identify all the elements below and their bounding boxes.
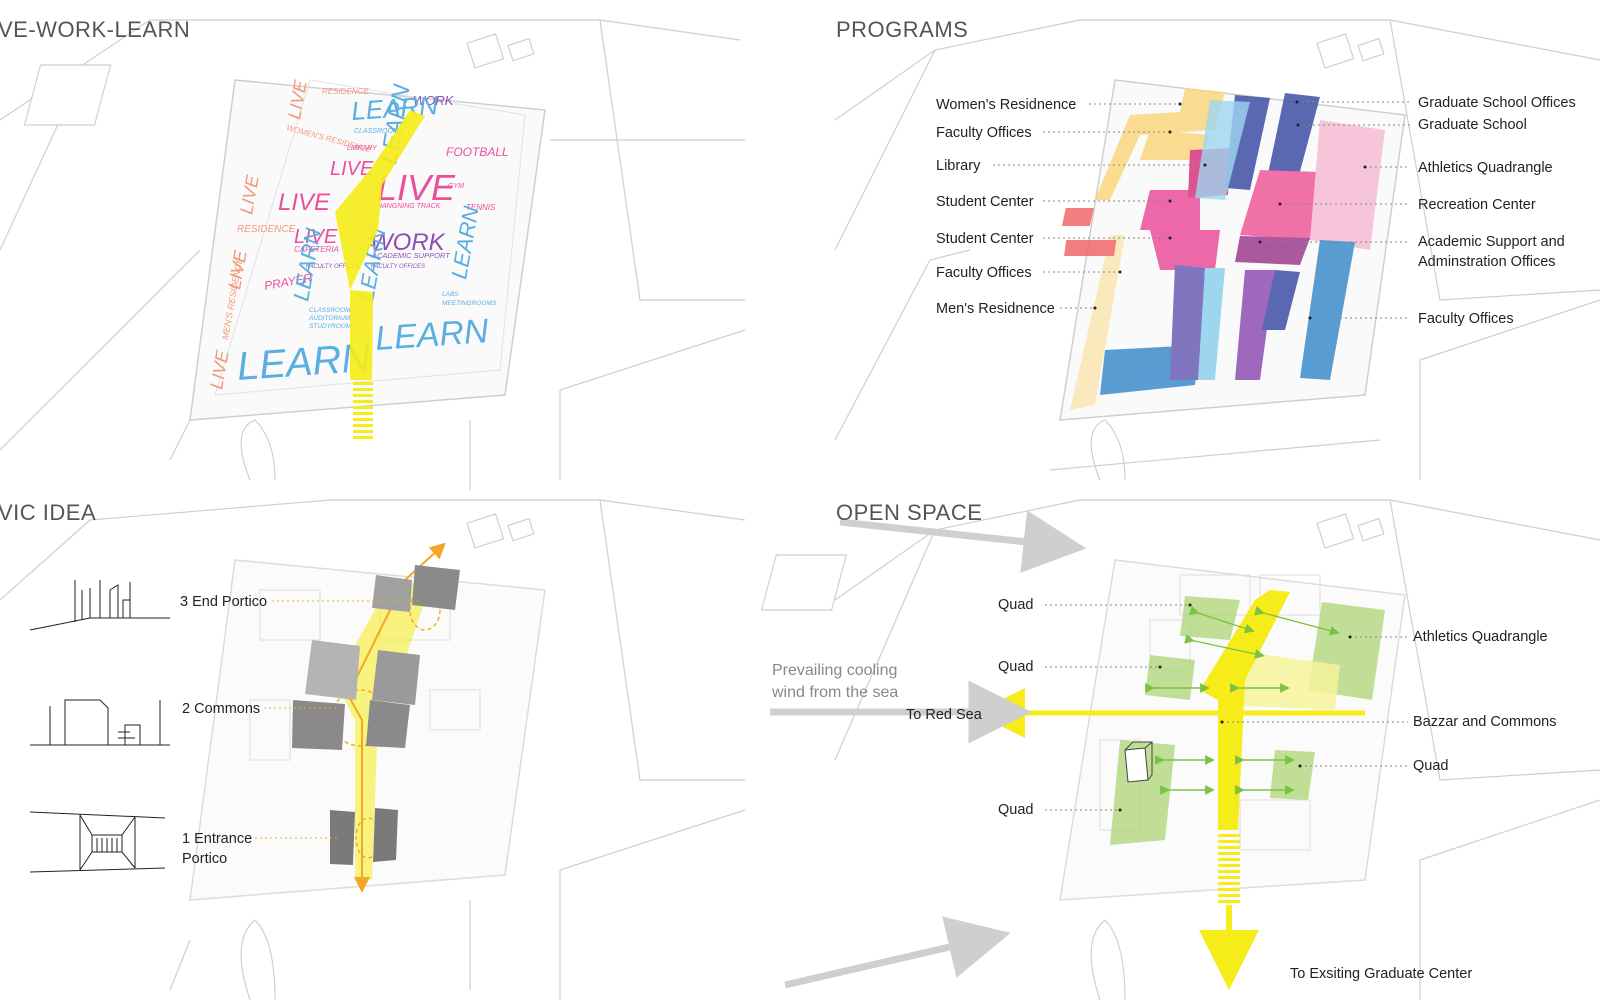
word-learn-big-1: LEARN (236, 336, 372, 389)
mass-womens-residence (1095, 88, 1225, 200)
word-residence-2: RESIDENCE (237, 224, 296, 235)
context-linework (760, 499, 1600, 1000)
label-to-red-sea: To Red Sea (906, 707, 983, 723)
quad-1 (1180, 596, 1240, 640)
word-work-big: WORK (370, 229, 446, 256)
section-sketch-entrance-portico (29, 811, 166, 873)
word-hangning-track: HANGNING TRACK (377, 203, 441, 210)
portico-blocks (292, 565, 460, 865)
green-connectors (1145, 605, 1340, 795)
bazaar-commons-plaza (1225, 650, 1340, 710)
word-live-3: LIVE (278, 189, 331, 216)
word-tennis: TENNIS (466, 203, 496, 212)
section-sketch-end-portico (29, 580, 170, 631)
label-wind-line2: wind from the sea (771, 684, 898, 701)
label-quad-4: Quad (998, 802, 1033, 818)
label-library: Library (936, 158, 981, 174)
word-live-big: LIVE (377, 167, 456, 208)
mass-student-center (1140, 190, 1220, 270)
mass-faculty-offices-right (1300, 240, 1355, 380)
wind-arrows (770, 510, 1087, 989)
word-live-4: LIVE (294, 226, 338, 248)
label-academic-support-line2: Adminstration Offices (1418, 254, 1556, 270)
circulation-spine (335, 110, 425, 439)
mass-mens-residence (1070, 235, 1125, 410)
panel-live-work-learn: RESIDENCE WORK LEARN LIVE WOMEN'S RESIDE… (0, 17, 746, 490)
mass-blue-col-3 (1235, 270, 1275, 380)
panel-title-open-space: OPEN SPACE (836, 500, 982, 525)
word-labs: LABS (442, 291, 459, 298)
program-leaders (993, 100, 1410, 320)
mass-academic-support (1235, 236, 1310, 265)
word-studyrooms: STUDYROOMS (309, 323, 356, 330)
word-work-top: WORK (413, 93, 455, 108)
word-faculty-offices-1: FACULTY OFFICES (306, 264, 360, 270)
label-graduate-school: Graduate School (1418, 117, 1527, 133)
label-commons: 2 Commons (182, 701, 260, 717)
quad-3 (1270, 750, 1315, 800)
word-classrooms-2: CLASSROOMS (309, 307, 356, 314)
mass-red-1 (1061, 208, 1094, 226)
context-linework (834, 19, 1600, 481)
label-graduate-school-offices: Graduate School Offices (1418, 95, 1576, 111)
word-faculty-offices-2: FACULTY OFFICES (371, 264, 425, 270)
word-classrooms-1: CLASSROOMS (354, 128, 404, 135)
mass-blue-col-4 (1262, 270, 1300, 330)
program-massing (1061, 88, 1385, 410)
label-faculty-offices-right: Faculty Offices (1418, 311, 1514, 327)
mass-light-blue (1195, 100, 1250, 200)
label-mens-residence: Men's Residnence (936, 301, 1055, 317)
label-end-portico: 3 End Portico (180, 594, 267, 610)
panel-title-civic-idea: VIC IDEA (0, 500, 96, 525)
panel-programs: Women's Residnence Faculty Offices Libra… (834, 17, 1600, 481)
label-faculty-offices-2: Faculty Offices (936, 265, 1032, 281)
word-learn-top: LEARN (350, 90, 439, 126)
word-cafeteria: CAFETERIA (294, 245, 339, 254)
mass-graduate-offices (1265, 93, 1320, 190)
label-athletics-quadrangle: Athletics Quadrangle (1418, 160, 1553, 176)
bazaar-spine (975, 590, 1365, 990)
label-student-center-2: Student Center (936, 231, 1034, 247)
program-labels-left: Women's Residnence Faculty Offices Libra… (936, 97, 1076, 317)
label-faculty-offices-1: Faculty Offices (936, 125, 1032, 141)
open-space-leaders (1045, 603, 1408, 812)
word-library: LIBRARY (347, 145, 378, 152)
mass-red-2 (1064, 240, 1117, 256)
word-football: FOOTBALL (446, 145, 509, 159)
program-labels-right: Graduate School Offices Graduate School … (1418, 95, 1576, 327)
label-quad-3: Quad (1413, 758, 1448, 774)
word-gym: GYM (448, 183, 464, 190)
word-residence-top: RESIDENCE (322, 87, 369, 96)
label-athletics-quadrangle-os: Athletics Quadrangle (1413, 629, 1548, 645)
label-student-center-1: Student Center (936, 194, 1034, 210)
label-quad-2: Quad (998, 659, 1033, 675)
mass-blue-col-1 (1170, 265, 1205, 380)
mass-blue-col-2 (1198, 268, 1225, 380)
word-academic-support: ACADEMIC SUPPORT (371, 251, 451, 260)
label-entrance-portico-line1: 1 Entrance (182, 831, 252, 847)
word-auditorium: AUDITORIUM (308, 315, 351, 322)
panel-title-live-work-learn: VE-WORK-LEARN (0, 17, 190, 42)
word-meetingrooms: MEETINGROOMS (442, 300, 497, 307)
pavilion (1124, 741, 1154, 783)
panel-civic-idea: 3 End Portico 2 Commons 1 Entrance Porti… (0, 499, 746, 1000)
panel-open-space: Quad Quad Quad Athletics Quadrangle Bazz… (760, 499, 1600, 1000)
word-live-2: LIVE (330, 158, 374, 180)
context-linework (0, 19, 746, 490)
label-recreation-center: Recreation Center (1418, 197, 1536, 213)
label-bazzar-commons: Bazzar and Commons (1413, 714, 1556, 730)
panel-title-programs: PROGRAMS (836, 17, 968, 42)
label-quad-1: Quad (998, 597, 1033, 613)
label-womens-residence: Women's Residnence (936, 97, 1076, 113)
label-wind-line1: Prevailing cooling (772, 662, 897, 679)
label-to-graduate-center: To Exsiting Graduate Center (1290, 966, 1472, 982)
mass-athletics-quadrangle (1310, 120, 1385, 250)
quad-2 (1145, 655, 1195, 700)
label-entrance-portico-line2: Portico (182, 851, 227, 867)
context-linework (0, 499, 746, 1000)
section-sketch-commons (30, 699, 170, 746)
word-learn-big-2: LEARN (374, 312, 490, 358)
label-academic-support-line1: Academic Support and (1418, 234, 1565, 250)
